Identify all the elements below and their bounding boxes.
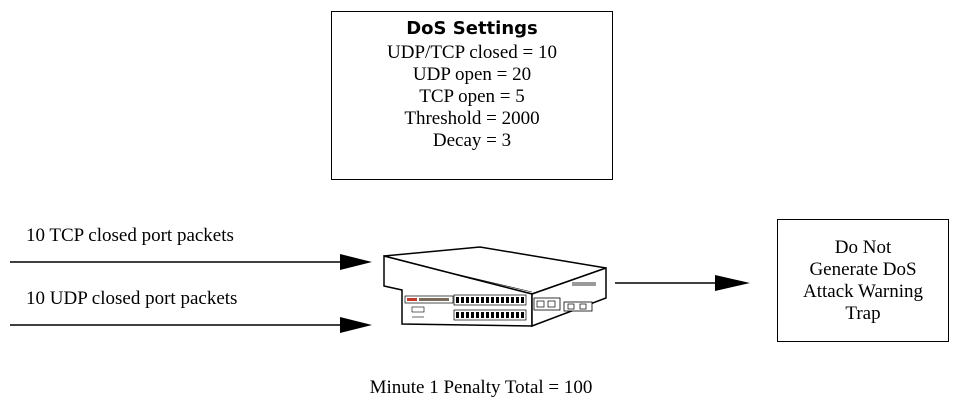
tcp-packets-label: 10 TCP closed port packets <box>26 225 234 246</box>
result-line: Attack Warning <box>802 280 923 302</box>
penalty-total: Minute 1 Penalty Total = 100 <box>369 377 593 398</box>
setting-udp-tcp-closed: UDP/TCP closed = 10 <box>387 42 557 63</box>
setting-udp-open: UDP open = 20 <box>412 64 532 85</box>
switch-device-icon <box>383 246 607 328</box>
result-box: Do Not Generate DoS Attack Warning Trap <box>777 219 949 342</box>
tcp-arrow <box>10 254 372 270</box>
dos-settings-box: DoS Settings UDP/TCP closed = 10 UDP ope… <box>331 11 613 180</box>
setting-threshold: Threshold = 2000 <box>404 108 540 129</box>
result-line: Generate DoS <box>809 258 917 280</box>
result-arrow <box>615 275 750 291</box>
setting-tcp-open: TCP open = 5 <box>419 86 525 107</box>
udp-packets-label: 10 UDP closed port packets <box>26 288 238 309</box>
result-line: Do Not <box>834 236 892 258</box>
setting-decay: Decay = 3 <box>432 130 512 151</box>
result-line: Trap <box>845 302 881 324</box>
dos-settings-title: DoS Settings <box>406 18 538 39</box>
udp-arrow <box>10 317 372 333</box>
